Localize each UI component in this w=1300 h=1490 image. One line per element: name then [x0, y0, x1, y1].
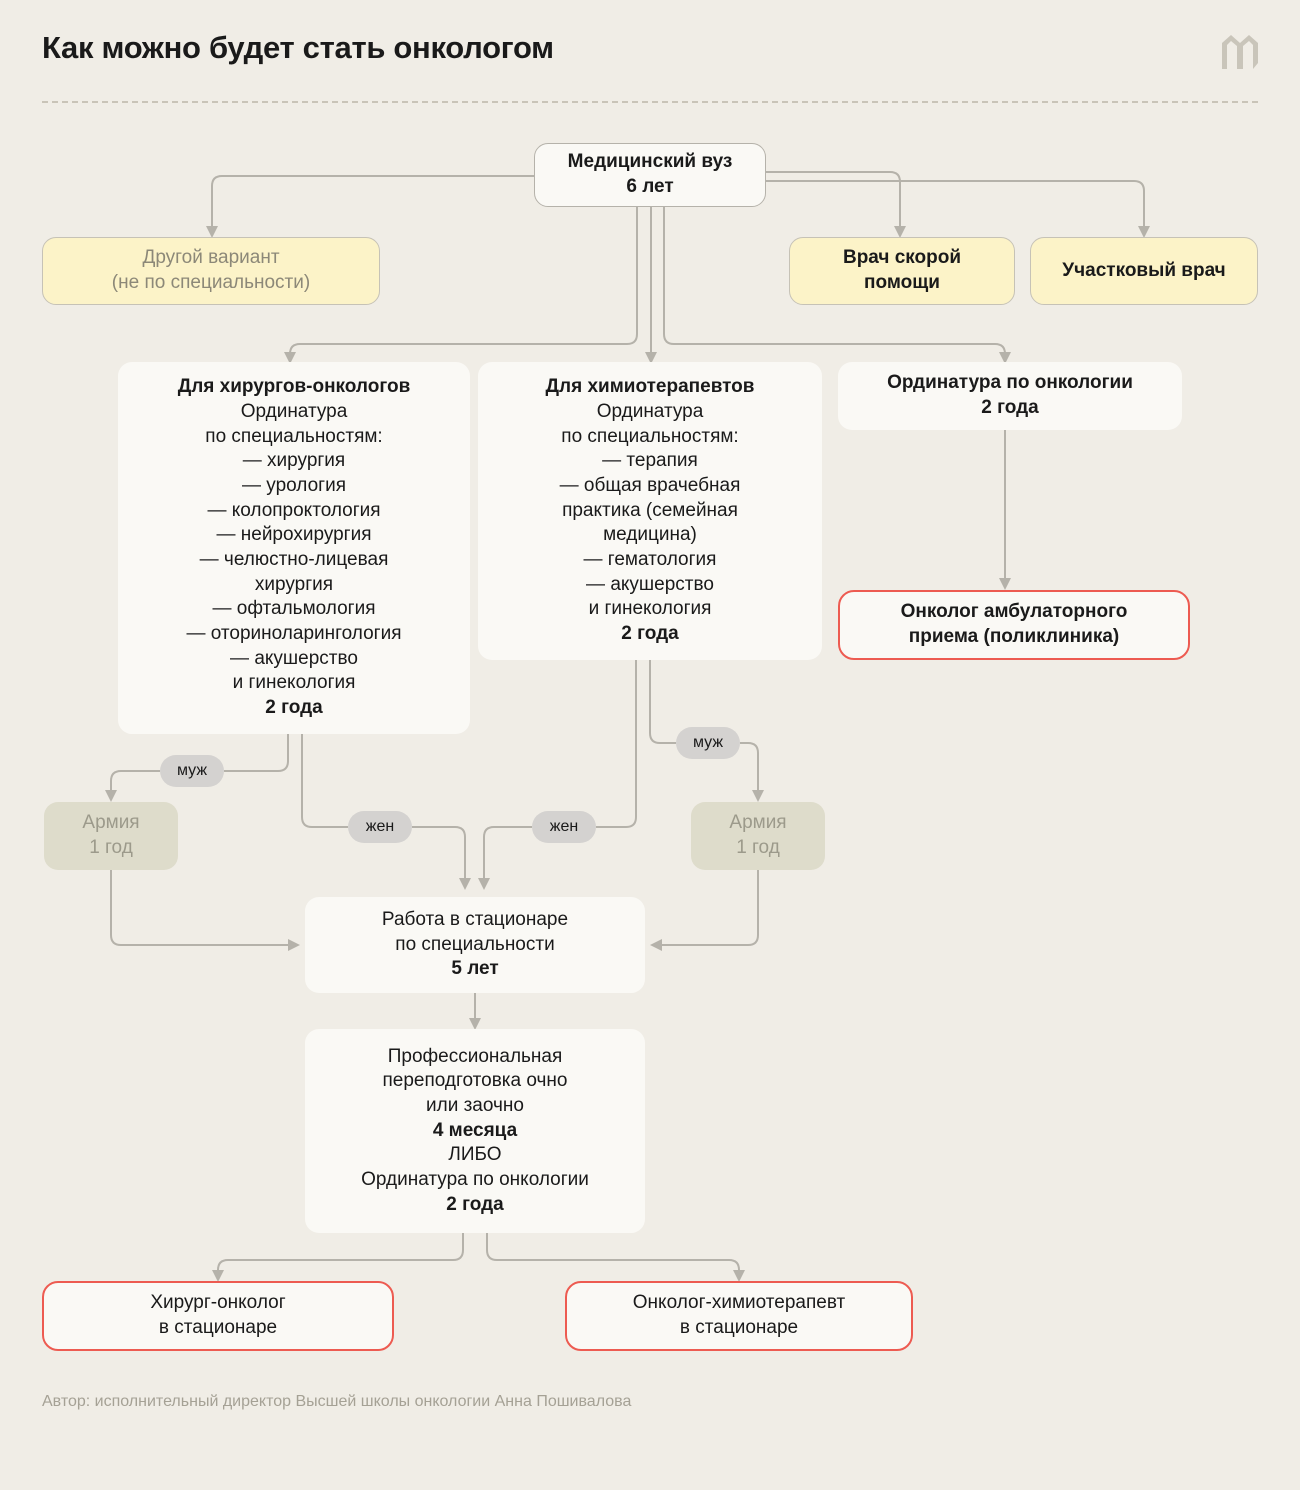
node-ambulatory-oncologist[interactable]: Онколог амбулаторного приема (поликлиник…: [838, 590, 1190, 660]
node-hospital-work-duration: 5 лет: [451, 958, 499, 980]
node-army-left-line2: 1 год: [89, 837, 133, 858]
node-retraining-duration2: 2 года: [446, 1193, 504, 1215]
node-hospital-work-line2: по специальности: [395, 933, 555, 955]
node-ambulatory-oncologist-line1: Онколог амбулаторного: [900, 601, 1128, 623]
node-surgeons-item: — оториноларингология: [186, 623, 402, 645]
node-retraining-or: ЛИБО: [448, 1144, 502, 1166]
node-surgeons-item: и гинекология: [232, 672, 356, 694]
node-university[interactable]: Медицинский вуз 6 лет: [534, 143, 766, 207]
node-surgeons-track[interactable]: Для хирургов-онкологов Ординатура по спе…: [118, 362, 470, 734]
node-retraining[interactable]: Профессиональная переподготовка очно или…: [305, 1029, 645, 1233]
node-chemo-item: — акушерство: [586, 573, 714, 595]
node-chemo-item: — гематология: [583, 549, 717, 571]
node-surgeon-oncologist[interactable]: Хирург-онколог в стационаре: [42, 1281, 394, 1351]
edge-label-zhen-right: жен: [532, 811, 596, 843]
node-chemo-item: медицина): [603, 524, 697, 546]
node-chemo-item: — терапия: [602, 450, 698, 472]
footer-attribution: Автор: исполнительный директор Высшей шк…: [42, 1393, 632, 1410]
node-surgeons-item: хирургия: [254, 573, 334, 595]
node-chemo-oncologist-line2: в стационаре: [679, 1317, 799, 1338]
node-surgeons-item: — челюстно-лицевая: [199, 549, 389, 570]
edge-label-muzh-left: муж: [160, 755, 224, 787]
node-surgeons-item: — урология: [242, 474, 346, 496]
node-district-doctor-line1: Участковый врач: [1062, 259, 1226, 281]
node-residency-oncology-line2: 2 года: [981, 397, 1039, 418]
node-surgeons-heading: Для хирургов-онкологов: [177, 376, 411, 398]
node-hospital-work[interactable]: Работа в стационаре по специальности 5 л…: [305, 897, 645, 993]
node-other-option[interactable]: Другой вариант (не по специальности): [42, 237, 380, 305]
node-emergency-doctor[interactable]: Врач скорой помощи: [789, 237, 1015, 305]
node-army-left[interactable]: Армия 1 год: [44, 802, 178, 870]
node-surgeons-item: — хирургия: [242, 450, 346, 472]
header-divider: [42, 101, 1258, 103]
node-other-option-line1: Другой вариант: [142, 247, 280, 269]
node-residency-oncology[interactable]: Ординатура по онкологии 2 года: [838, 362, 1182, 430]
node-emergency-doctor-line2: помощи: [864, 272, 940, 293]
node-retraining-line4: Ординатура по онкологии: [361, 1169, 589, 1191]
node-surgeons-item: — нейрохирургия: [216, 524, 372, 546]
node-surgeons-item: — акушерство: [230, 647, 358, 669]
node-district-doctor[interactable]: Участковый врач: [1030, 237, 1258, 305]
edge-label-zhen-left: жен: [348, 811, 412, 843]
node-residency-oncology-line1: Ординатура по онкологии: [887, 372, 1133, 394]
node-university-line2: 6 лет: [626, 176, 674, 197]
node-chemo-item: практика (семейная: [562, 499, 738, 521]
node-surgeon-oncologist-line1: Хирург-онколог: [150, 1292, 286, 1314]
meduza-logo-icon: [1222, 35, 1258, 69]
node-chemo-item: — общая врачебная: [559, 474, 741, 496]
page-title: Как можно будет стать онкологом: [42, 30, 554, 65]
node-army-right-line2: 1 год: [736, 837, 780, 858]
node-chemo-line1: Ординатура: [596, 400, 704, 422]
node-chemo-duration: 2 года: [621, 623, 679, 645]
node-army-right-line1: Армия: [729, 812, 787, 834]
node-chemo-track[interactable]: Для химиотерапевтов Ординатура по специа…: [478, 362, 822, 660]
node-chemo-item: и гинекология: [588, 598, 712, 620]
node-chemo-oncologist[interactable]: Онколог-химиотерапевт в стационаре: [565, 1281, 913, 1351]
node-chemo-heading: Для химиотерапевтов: [545, 376, 755, 398]
node-hospital-work-line1: Работа в стационаре: [381, 908, 569, 930]
node-emergency-doctor-line1: Врач скорой: [842, 247, 962, 269]
node-surgeons-item: — офтальмология: [212, 598, 376, 620]
node-army-right[interactable]: Армия 1 год: [691, 802, 825, 870]
node-chemo-oncologist-line1: Онколог-химиотерапевт: [632, 1292, 846, 1314]
node-army-left-line1: Армия: [82, 812, 140, 834]
node-retraining-line2: переподготовка очно: [382, 1070, 568, 1092]
node-retraining-line3: или заочно: [426, 1094, 524, 1116]
node-surgeons-line2: по специальностям:: [205, 425, 383, 447]
node-surgeons-item: — колопроктология: [207, 499, 381, 521]
edge-label-muzh-right: муж: [676, 727, 740, 759]
node-surgeons-line1: Ординатура: [240, 400, 348, 422]
node-university-line1: Медицинский вуз: [567, 151, 733, 173]
node-retraining-duration1: 4 месяца: [432, 1119, 518, 1141]
node-retraining-line1: Профессиональная: [387, 1045, 563, 1067]
node-chemo-line2: по специальностям:: [561, 425, 739, 447]
node-surgeon-oncologist-line2: в стационаре: [158, 1317, 278, 1338]
node-ambulatory-oncologist-line2: приема (поликлиника): [908, 626, 1120, 647]
node-other-option-line2: (не по специальности): [111, 272, 311, 293]
node-surgeons-duration: 2 года: [265, 697, 323, 719]
